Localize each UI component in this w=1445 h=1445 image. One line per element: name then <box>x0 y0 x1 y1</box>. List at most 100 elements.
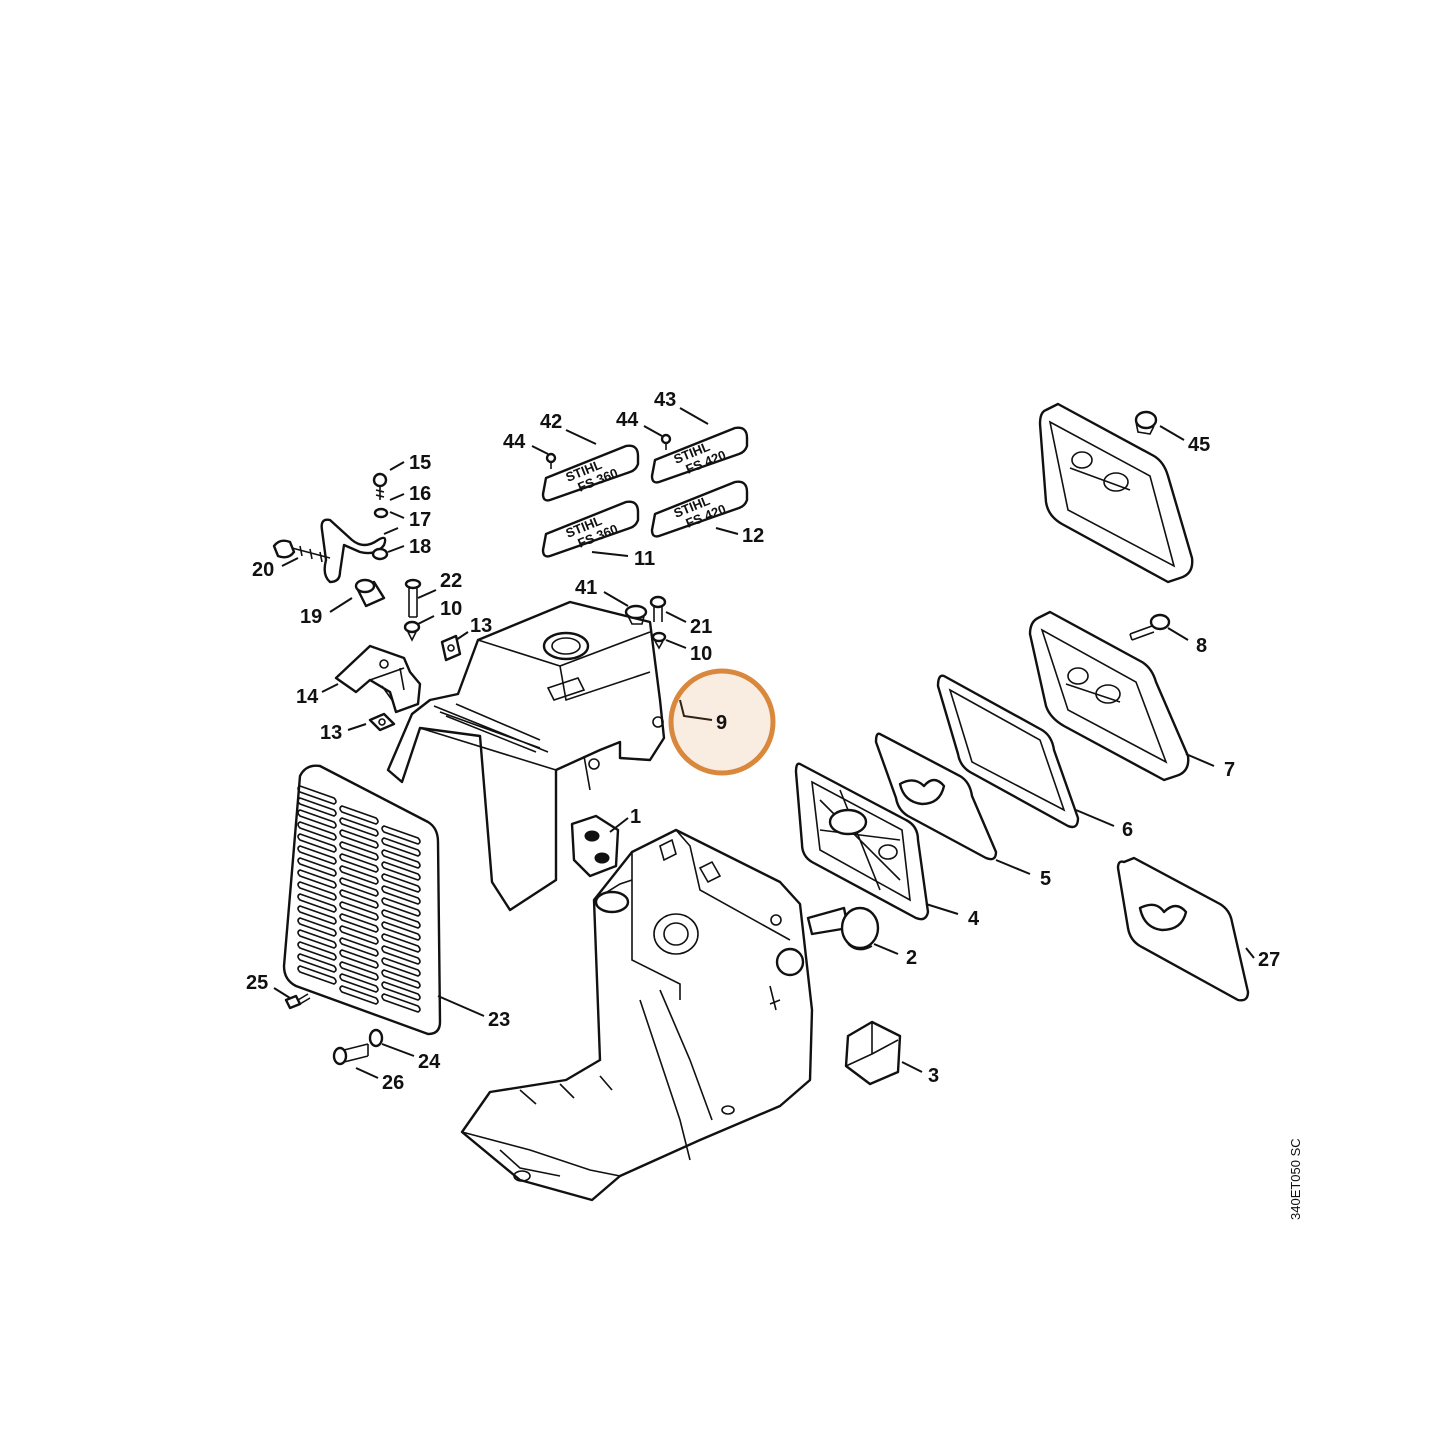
callout-23[interactable]: 23 <box>488 1009 510 1031</box>
callout-12[interactable]: 12 <box>742 525 764 547</box>
nut-13-upper[interactable] <box>440 634 462 662</box>
callout-19[interactable]: 19 <box>300 606 322 628</box>
plate-12[interactable]: STIHL FS 420 <box>650 480 749 538</box>
callout-42[interactable]: 42 <box>540 411 562 433</box>
grille-slot <box>339 913 379 933</box>
screw-25[interactable] <box>284 993 311 1010</box>
grille-slot <box>297 917 337 937</box>
part-3-switch[interactable] <box>844 1020 902 1086</box>
part-1-mount[interactable] <box>570 814 620 878</box>
grille-slot <box>297 893 337 913</box>
grille-slot <box>297 809 337 829</box>
nut-13-lower[interactable] <box>368 712 396 732</box>
callout-4[interactable]: 4 <box>968 908 980 930</box>
callout-10-right[interactable]: 10 <box>690 643 712 665</box>
engine-housing[interactable] <box>460 828 814 1202</box>
screw-10-left[interactable] <box>403 620 421 642</box>
grille-slot <box>381 885 421 905</box>
callout-13-upper[interactable]: 13 <box>470 615 492 637</box>
callout-9[interactable]: 9 <box>716 712 727 734</box>
plate-screw-44-left[interactable] <box>545 452 557 469</box>
drawing-id: 340ET050 SC <box>1288 1138 1303 1220</box>
grille-slot <box>339 829 379 849</box>
cap-45[interactable] <box>1134 410 1158 435</box>
callout-6[interactable]: 6 <box>1122 819 1133 841</box>
grille-slot <box>297 797 337 817</box>
filter-cover-7[interactable] <box>1028 610 1190 782</box>
grille-23[interactable] <box>282 764 442 1036</box>
plate-42[interactable]: STIHL FS 360 <box>541 444 640 502</box>
callout-24[interactable]: 24 <box>418 1051 441 1073</box>
callout-45[interactable]: 45 <box>1188 434 1210 456</box>
screw-10-right[interactable] <box>651 631 667 650</box>
callout-16[interactable]: 16 <box>409 483 431 505</box>
callout-15[interactable]: 15 <box>409 452 431 474</box>
washer-24[interactable] <box>368 1028 384 1048</box>
bracket-wire-17[interactable] <box>320 518 387 584</box>
screw-8[interactable] <box>1129 613 1171 641</box>
screw-26[interactable] <box>332 1043 369 1066</box>
part-2-knob[interactable] <box>806 906 880 951</box>
callout-5[interactable]: 5 <box>1040 868 1051 890</box>
washer-18[interactable] <box>371 547 389 561</box>
grille-slot <box>339 901 379 921</box>
screw-20[interactable] <box>272 539 331 563</box>
callout-22[interactable]: 22 <box>440 570 462 592</box>
grille-slot <box>297 965 337 985</box>
grille-slot <box>297 881 337 901</box>
shroud-9[interactable] <box>386 600 666 912</box>
plate-11[interactable]: STIHL FS 360 <box>541 500 640 558</box>
callout-1[interactable]: 1 <box>630 806 641 828</box>
grille-slot <box>297 857 337 877</box>
callout-26[interactable]: 26 <box>382 1072 404 1094</box>
callout-18[interactable]: 18 <box>409 536 431 558</box>
grille-slot <box>381 873 421 893</box>
screw-21[interactable] <box>649 595 667 622</box>
callout-11[interactable]: 11 <box>634 548 655 570</box>
callout-44-right[interactable]: 44 <box>616 409 639 431</box>
grille-slot <box>339 889 379 909</box>
grille-slot <box>339 925 379 945</box>
callout-13-lower[interactable]: 13 <box>320 722 342 744</box>
grille-slot <box>297 929 337 949</box>
plug-41[interactable] <box>624 604 648 625</box>
callout-41[interactable]: 41 <box>575 577 597 599</box>
callout-10-left[interactable]: 10 <box>440 598 462 620</box>
highlight-circle-9[interactable] <box>668 668 776 776</box>
cover-45-upper[interactable] <box>1038 402 1194 584</box>
callout-25[interactable]: 25 <box>246 972 268 994</box>
callout-7[interactable]: 7 <box>1224 759 1235 781</box>
filter-gasket-5[interactable] <box>874 732 998 861</box>
grille-slot <box>339 805 379 825</box>
grille-slot <box>339 877 379 897</box>
grille-slot <box>339 841 379 861</box>
grille-slot <box>381 957 421 977</box>
callout-44-left[interactable]: 44 <box>503 431 526 453</box>
callout-27[interactable]: 27 <box>1258 949 1280 971</box>
washer-16[interactable] <box>373 507 389 519</box>
callout-2[interactable]: 2 <box>906 947 917 969</box>
callout-8[interactable]: 8 <box>1196 635 1207 657</box>
grille-slot <box>381 849 421 869</box>
plate-screw-44-right[interactable] <box>660 433 672 450</box>
callout-20[interactable]: 20 <box>252 559 274 581</box>
filter-seal-6[interactable] <box>936 674 1080 829</box>
callout-14[interactable]: 14 <box>296 686 319 708</box>
grille-slot <box>297 845 337 865</box>
spacer-19[interactable] <box>354 578 386 608</box>
callout-43[interactable]: 43 <box>654 389 676 411</box>
grille-slot <box>339 973 379 993</box>
screw-22[interactable] <box>404 578 422 618</box>
grille-slot <box>381 921 421 941</box>
filter-base-4[interactable] <box>794 762 930 921</box>
filter-element-27[interactable] <box>1116 856 1250 1002</box>
screw-15[interactable] <box>372 472 388 500</box>
grille-slot <box>297 821 337 841</box>
callout-3[interactable]: 3 <box>928 1065 939 1087</box>
callout-17[interactable]: 17 <box>409 509 431 531</box>
grille-slot <box>381 825 421 845</box>
callout-21[interactable]: 21 <box>690 616 712 638</box>
bracket-14[interactable] <box>334 644 422 714</box>
grille-slot <box>381 861 421 881</box>
